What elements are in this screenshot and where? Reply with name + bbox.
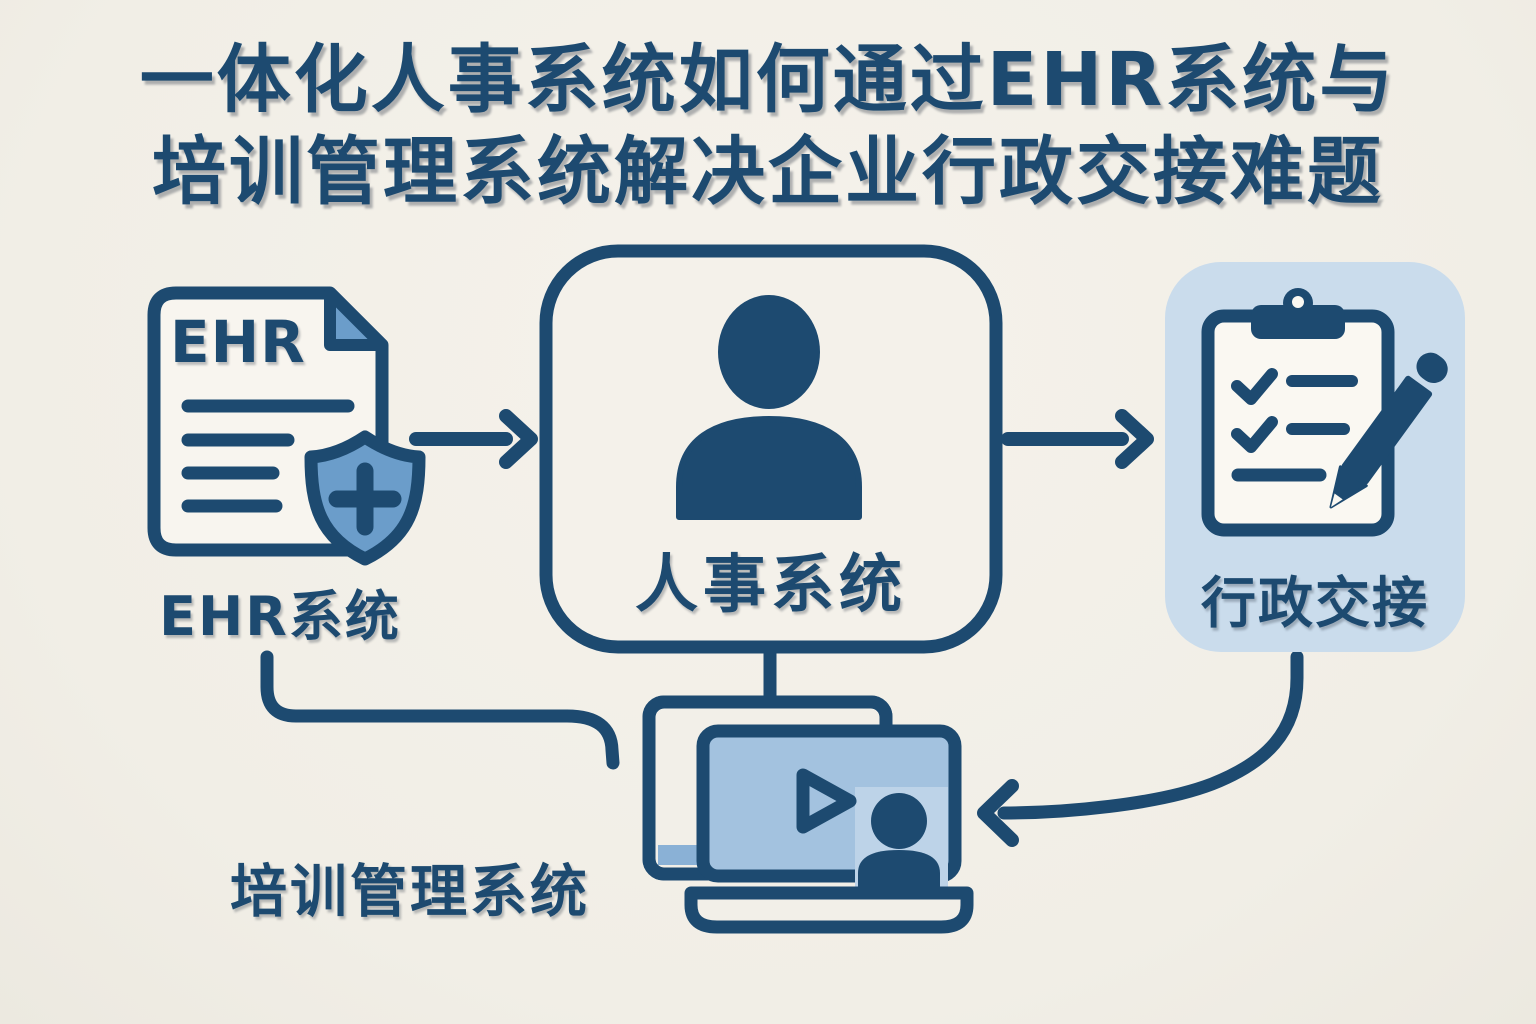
arrow-ehr-to-hr-icon — [409, 409, 538, 469]
ehr-doc-text: EHR — [170, 308, 306, 376]
document-fold-corner — [324, 287, 388, 351]
ehr-document-icon — [147, 286, 426, 566]
pencil-icon — [1329, 352, 1448, 509]
hr-system-box — [539, 244, 1003, 654]
page-title-line1: 一体化人事系统如何通过EHR系统与 — [139, 37, 1397, 123]
person-icon — [676, 295, 862, 520]
ehr-system-label: EHR系统 — [159, 585, 401, 648]
video-person-icon — [858, 793, 940, 895]
admin-handover-label: 行政交接 — [1200, 571, 1429, 635]
page-title: 一体化人事系统如何通过EHR系统与 培训管理系统解决企业行政交接难题 — [0, 34, 1536, 218]
laptop-base — [684, 886, 974, 934]
document-text-lines — [181, 399, 355, 513]
shield-plus-icon — [304, 430, 426, 566]
curved-arrow-handover-to-training — [977, 650, 1304, 847]
handover-panel — [1165, 262, 1465, 652]
training-system-icon — [642, 695, 974, 934]
training-system-label: 培训管理系统 — [230, 859, 590, 925]
hr-system-label: 人事系统 — [635, 548, 907, 621]
connector-ehr-to-training — [260, 650, 620, 770]
laptop-icon — [684, 724, 974, 934]
page-title-line2: 培训管理系统解决企业行政交接难题 — [152, 129, 1384, 215]
clipboard-icon — [1201, 288, 1395, 537]
arrowhead-left-icon — [977, 779, 1019, 847]
play-icon — [796, 768, 857, 834]
arrow-hr-to-handover-icon — [1001, 409, 1154, 469]
